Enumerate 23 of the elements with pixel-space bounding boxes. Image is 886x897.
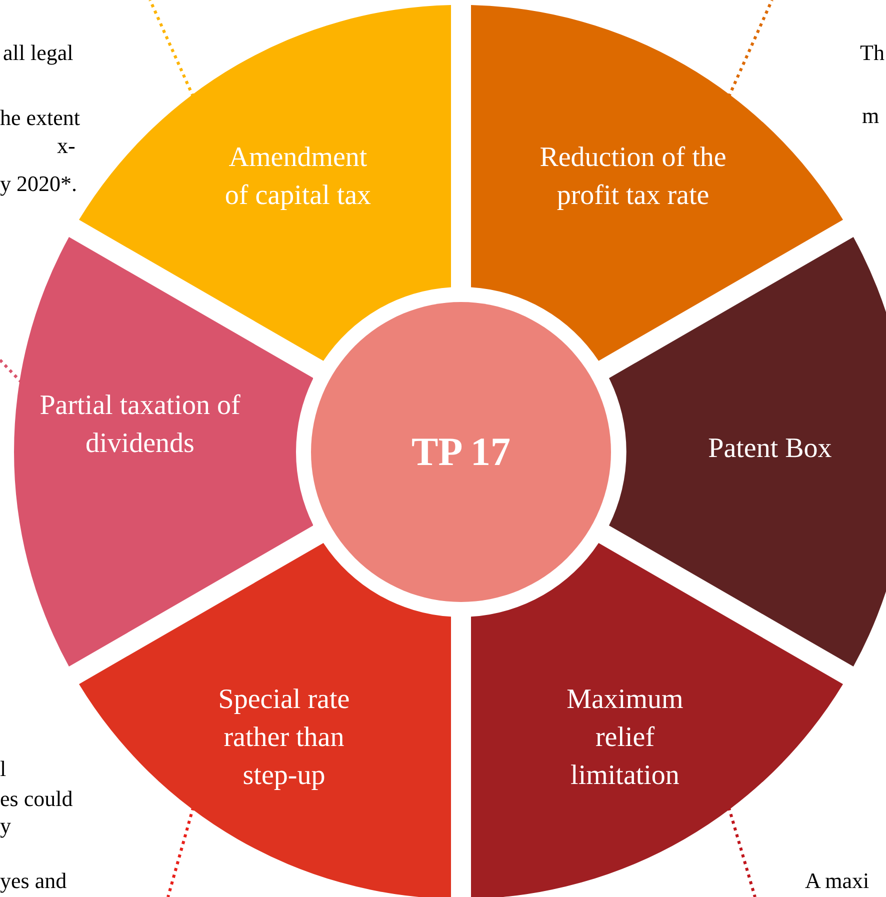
leader-line	[727, 0, 774, 98]
text-fragment: y	[0, 813, 11, 839]
text-fragment: he extent	[0, 105, 80, 131]
segment-label: Special rate rather than step-up	[217, 682, 351, 793]
text-fragment: y 2020*.	[0, 171, 77, 197]
segment-label: Reduction of the profit tax rate	[538, 140, 728, 213]
text-fragment: m	[862, 103, 880, 129]
segment-label: Patent Box	[707, 432, 833, 466]
text-fragment: all legal	[3, 40, 74, 66]
leader-line	[148, 0, 195, 98]
text-fragment: es could	[0, 786, 73, 812]
leader-line	[0, 358, 23, 384]
text-fragment: Th	[860, 40, 884, 66]
segment-label: Partial taxation of dividends	[38, 388, 242, 461]
leader-line	[727, 806, 756, 897]
leader-line	[166, 806, 195, 897]
text-fragment: l	[0, 756, 6, 782]
text-fragment: yes and	[0, 868, 67, 894]
text-fragment: x-	[57, 133, 76, 159]
segment-label: Maximum relief limitation	[566, 682, 684, 793]
center-title: TP 17	[412, 428, 510, 476]
segment-label: Amendment of capital tax	[224, 140, 372, 213]
text-fragment: A maxi	[805, 868, 870, 894]
